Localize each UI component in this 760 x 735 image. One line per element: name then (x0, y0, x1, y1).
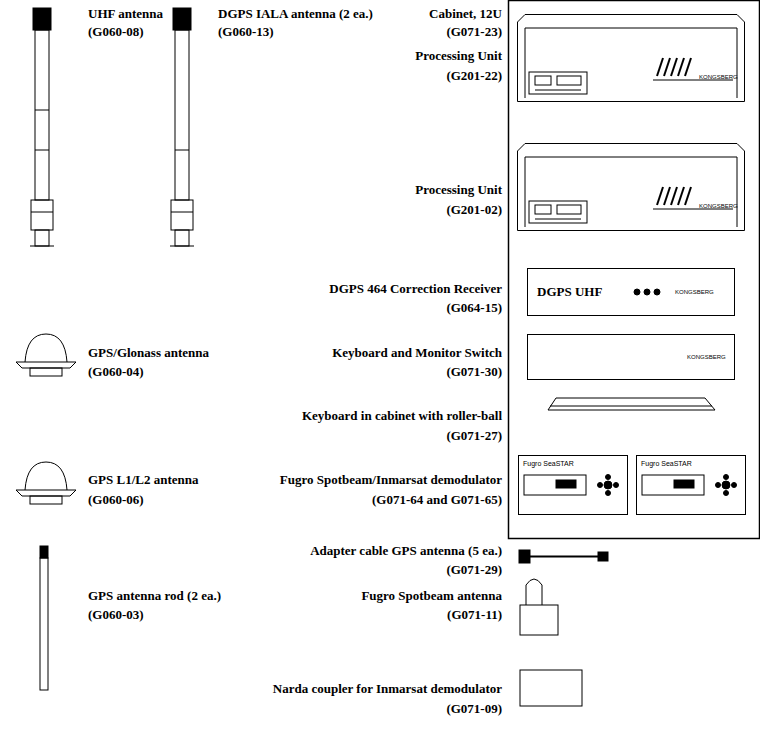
part-number: (G060-06) (88, 492, 144, 508)
part-number: (G060-03) (88, 607, 144, 623)
device-label: DGPS UHF (537, 285, 602, 298)
box-outline (517, 143, 745, 231)
uhf-antenna (30, 8, 54, 246)
part-name: GPS antenna rod (2 ea.) (88, 588, 221, 604)
brand-text: Fugro SeaSTAR (641, 460, 692, 467)
brand-text: Fugro SeaSTAR (523, 460, 574, 467)
part-name: Adapter cable GPS antenna (5 ea.) (310, 543, 502, 559)
gps-l1l2-antenna (16, 462, 76, 504)
part-name: Fugro Spotbeam antenna (361, 588, 502, 604)
part-number: (G060-13) (218, 24, 274, 40)
part-name: Processing Unit (415, 48, 502, 64)
part-name: DGPS IALA antenna (2 ea.) (218, 6, 373, 22)
equipment-box: Fugro SeaSTAR (518, 455, 628, 515)
part-number: (G071-27) (446, 428, 502, 444)
adapter-cable (519, 550, 608, 563)
part-number: (G071-64 and G071-65) (372, 492, 502, 508)
part-name: Fugro Spotbeam/Inmarsat demodulator (280, 472, 502, 488)
gps-glonass-antenna (16, 334, 76, 376)
part-name: Keyboard in cabinet with roller-ball (302, 408, 502, 424)
part-name: Cabinet, 12U (429, 6, 502, 22)
part-number: (G071-23) (446, 24, 502, 40)
brand-text: KONGSBERG (675, 289, 714, 295)
part-name: DGPS 464 Correction Receiver (329, 281, 502, 297)
part-name: Keyboard and Monitor Switch (332, 345, 502, 361)
part-name: GPS L1/L2 antenna (88, 472, 199, 488)
part-number: (G060-08) (88, 24, 144, 40)
equipment-box: KONGSBERG (527, 334, 735, 380)
narda-coupler (520, 670, 582, 706)
part-name: Narda coupler for Inmarsat demodulator (273, 681, 502, 697)
spotbeam-antenna (520, 579, 558, 635)
brand-text: KONGSBERG (699, 203, 738, 209)
equipment-box: Fugro SeaSTAR (636, 455, 746, 515)
cabinet-outline (509, 1, 760, 539)
part-number: (G201-02) (446, 202, 502, 218)
part-number: (G071-09) (446, 701, 502, 717)
part-number: (G071-30) (446, 364, 502, 380)
part-number: (G064-15) (446, 300, 502, 316)
part-number: (G060-04) (88, 364, 144, 380)
equipment-box: KONGSBERG (517, 143, 745, 231)
brand-text: KONGSBERG (699, 74, 738, 80)
equipment-box: KONGSBERG (517, 14, 745, 102)
box-outline (517, 14, 745, 102)
keyboard-edge (550, 406, 712, 407)
part-name: Processing Unit (415, 182, 502, 198)
gps-antenna-rod (40, 546, 48, 690)
part-name: UHF antenna (88, 6, 163, 22)
keyboard-drawing (548, 398, 715, 410)
equipment-box: DGPS UHF KONGSBERG (527, 268, 735, 316)
dgps-iala-antenna (170, 8, 194, 246)
brand-text: KONGSBERG (687, 354, 726, 360)
part-number: (G201-22) (446, 68, 502, 84)
part-number: (G071-11) (447, 607, 502, 623)
part-number: (G071-29) (446, 562, 502, 578)
part-name: GPS/Glonass antenna (88, 345, 209, 361)
